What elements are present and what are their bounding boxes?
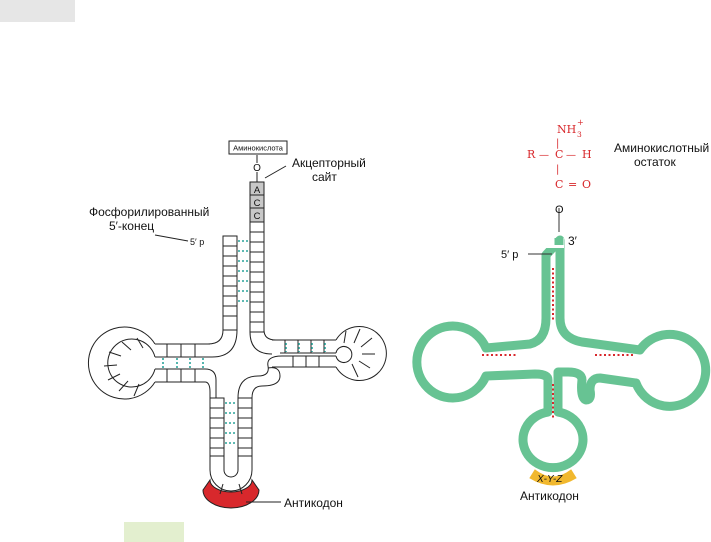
acceptor-site-line1: Акцепторный: [292, 156, 366, 170]
acceptor-pointer: [264, 165, 287, 179]
nh3-subscript: 3: [577, 130, 582, 139]
amino-residue-line2: остаток: [634, 155, 676, 169]
acceptor-stem-right-strand: [249, 221, 265, 333]
right-base-pair-dots: [482, 268, 634, 418]
anticodon-loop: [202, 456, 260, 509]
acceptor-site-line2: сайт: [312, 170, 337, 184]
anticodon-orange-segment: [529, 469, 577, 486]
double-bond-label: =: [568, 178, 577, 191]
bottom-green-box: [124, 522, 184, 542]
anticodon-code-label: X-Y-Z: [536, 474, 563, 485]
junction-upper-right-curve: [263, 329, 290, 341]
r-label: R: [527, 148, 536, 161]
right-anticodon-label: Антикодон: [520, 489, 579, 503]
nh3-superscript: +: [577, 118, 584, 127]
vbar-top: |: [556, 138, 559, 149]
variable-loop: [237, 355, 283, 399]
d-arm: [155, 343, 217, 398]
right-five-prime-label: 5′ p: [501, 249, 518, 261]
o-label: O: [253, 163, 261, 174]
vbar-bottom: |: [556, 164, 559, 175]
h-label: H: [582, 148, 592, 161]
left-five-prime-label: 5′ p: [190, 237, 204, 247]
right-trna: [412, 208, 711, 486]
acceptor-stem-left-strand: [222, 235, 238, 331]
carbonyl-c-label: C: [555, 178, 563, 191]
nh3-label: NH: [557, 123, 576, 136]
c-label: C: [555, 148, 563, 161]
left-trna: [87, 140, 387, 509]
acc-letter-c1: C: [254, 198, 261, 209]
anticodon-red-segment: [202, 478, 260, 509]
chem-formula: NH 3 + | R — C — H | C = O O: [527, 118, 592, 216]
three-prime-label: 3′: [568, 234, 578, 248]
left-anticodon-label: Антикодон: [284, 496, 343, 510]
left-base-pair-dots: [162, 240, 326, 444]
green-backbone: [412, 235, 711, 473]
acc-letter-a: A: [254, 185, 261, 196]
amino-residue-line1: Аминокислотный: [614, 141, 709, 155]
anticodon-stem: [209, 397, 253, 457]
anticodon-divider: [219, 483, 224, 495]
junction-upper-left-inner-curve: [200, 329, 238, 358]
t-loop: [335, 326, 387, 381]
acc-letter-c2: C: [254, 211, 261, 222]
anticodon-divider: [238, 483, 243, 495]
amino-box-label: Аминокислота: [233, 144, 284, 153]
dash-right: —: [566, 150, 576, 161]
amino-box: [228, 140, 288, 155]
top-left-gray-box: [0, 0, 75, 22]
junction-upper-left-curve: [200, 329, 224, 345]
phos-pointer: [154, 234, 189, 242]
stem-top-cut: [542, 238, 564, 248]
t-arm: [272, 339, 336, 368]
ester-o-label: O: [555, 204, 564, 216]
d-loop: [87, 326, 156, 400]
carbonyl-o-label: O: [582, 178, 591, 191]
dash-left: —: [539, 150, 549, 161]
phos-end-line1: Фосфорилированный: [89, 205, 209, 219]
phos-end-line2: 5′-конец: [109, 219, 154, 233]
junction-upper-right-inner-curve: [249, 331, 273, 355]
